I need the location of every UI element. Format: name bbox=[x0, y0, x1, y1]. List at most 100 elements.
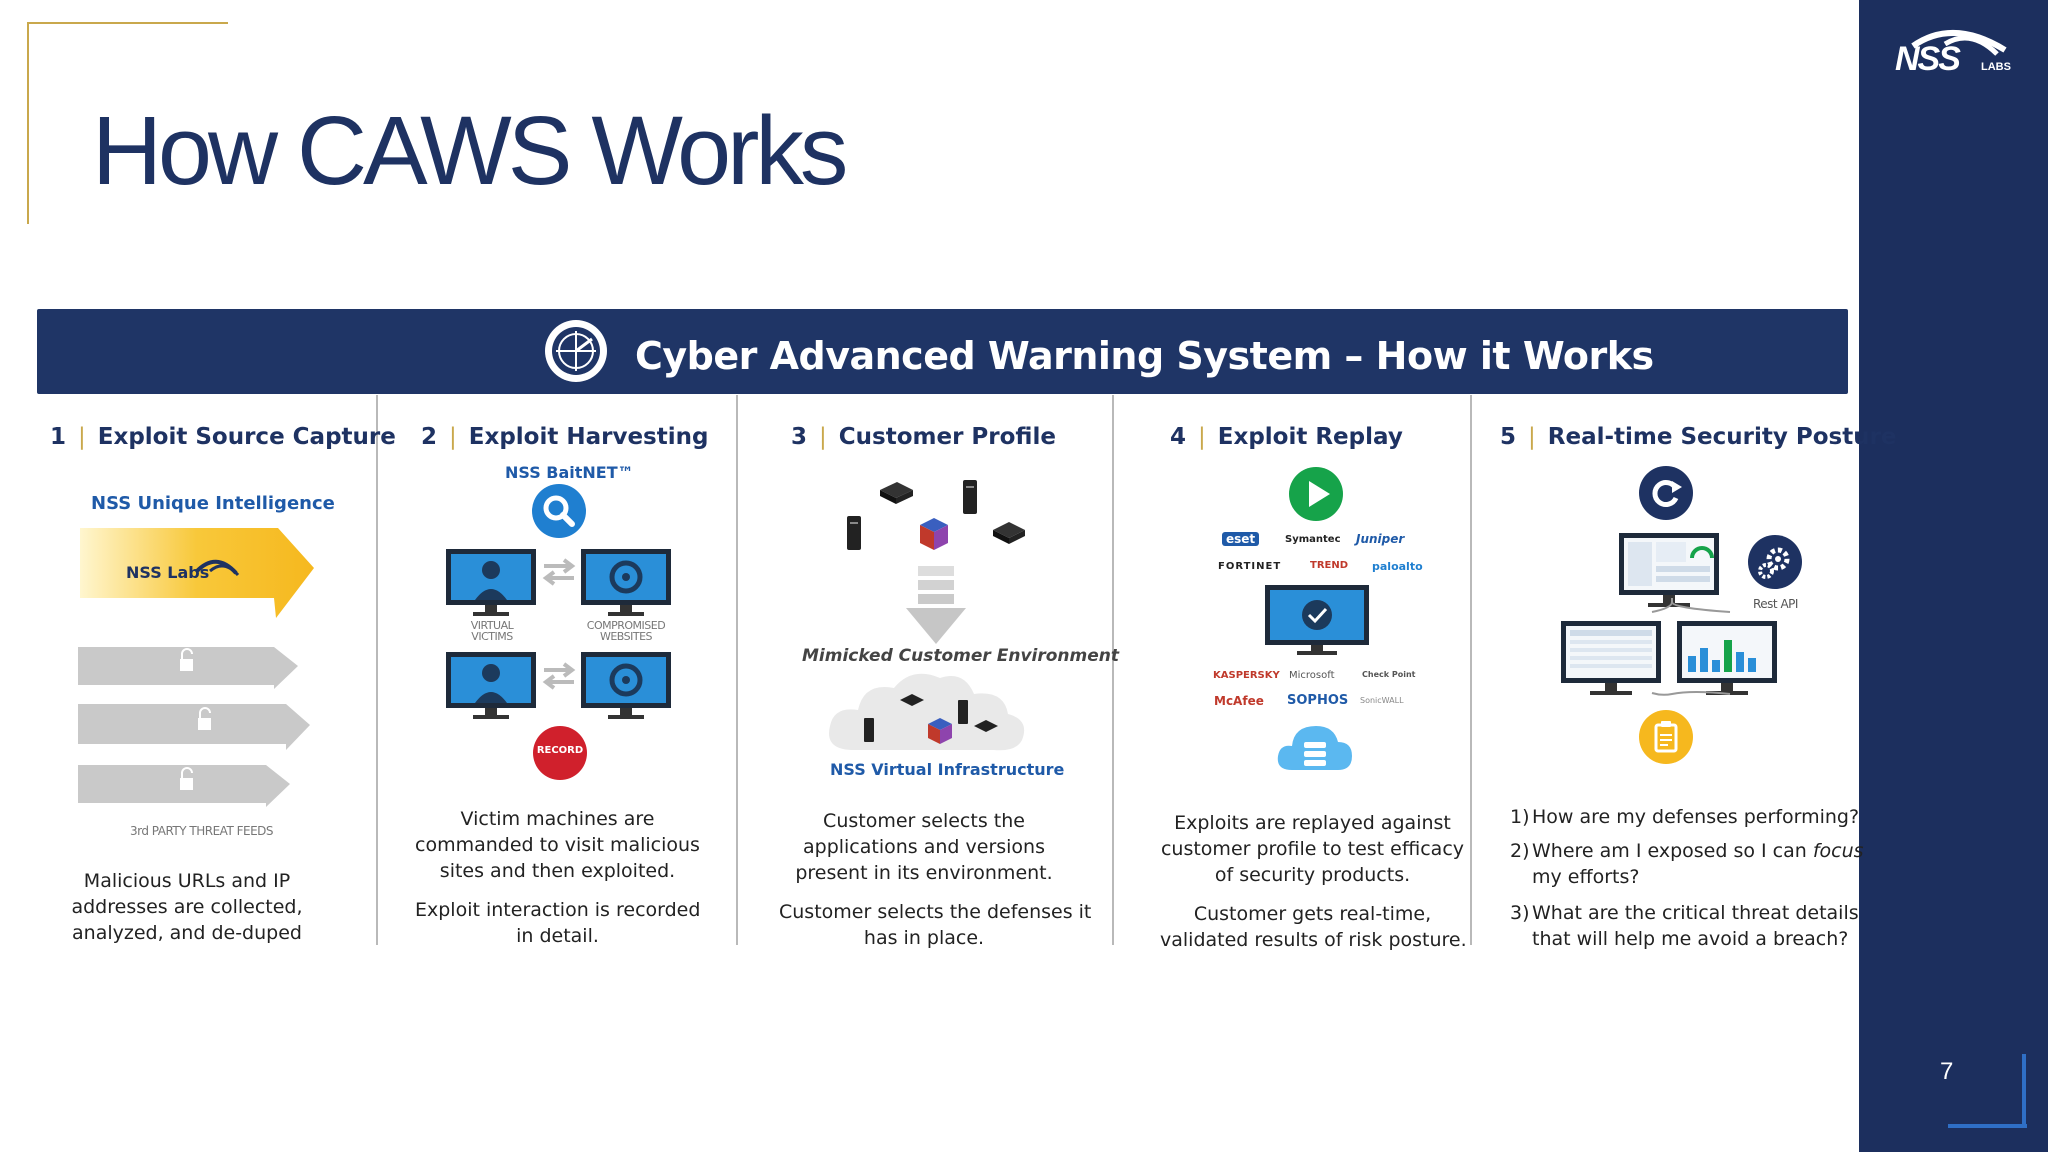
step-2-description: Victim machines are commanded to visit m… bbox=[415, 806, 700, 949]
nss-labs-logo: NSS LABS bbox=[1893, 24, 2018, 78]
slide-title: How CAWS Works bbox=[92, 96, 848, 205]
dashboard-monitor bbox=[1676, 620, 1778, 704]
step-title: Customer Profile bbox=[838, 424, 1056, 450]
virtual-victim-monitor bbox=[445, 651, 537, 725]
desc-line: Exploits are replayed against bbox=[1174, 812, 1451, 834]
right-sidebar bbox=[1859, 0, 2048, 1152]
virtual-infrastructure-label: NSS Virtual Infrastructure bbox=[830, 760, 1065, 779]
desc-line: in detail. bbox=[516, 925, 599, 947]
microsoft-logo: Microsoft bbox=[1289, 670, 1335, 681]
step-title: Exploit Source Capture bbox=[97, 424, 396, 450]
baitnet-label: NSS BaitNET™ bbox=[505, 463, 634, 482]
step-4-description: Exploits are replayed against customer p… bbox=[1160, 810, 1467, 953]
compromised-websites-label: COMPROMISED WEBSITES bbox=[586, 619, 666, 643]
third-party-feed-arrow bbox=[78, 761, 292, 813]
record-label: RECORD bbox=[536, 745, 584, 756]
nss-labs-arrow-label: NSS Labs bbox=[126, 563, 210, 582]
desc-line: Customer gets real-time, bbox=[1193, 903, 1432, 925]
trend-micro-logo: TREND bbox=[1310, 560, 1349, 571]
desc-line: of security products. bbox=[1214, 864, 1411, 886]
step-number: 5 bbox=[1500, 424, 1517, 450]
corner-accent-vertical bbox=[27, 22, 29, 224]
desc-line: addresses are collected, bbox=[71, 896, 303, 918]
desc-line: present in its environment. bbox=[795, 862, 1053, 884]
desc-line: Victim machines are bbox=[460, 808, 655, 830]
desc-line: analyzed, and de-duped bbox=[72, 922, 302, 944]
question-text: What are the critical threat details bbox=[1532, 902, 1859, 924]
question-text: my efforts? bbox=[1532, 866, 1640, 888]
gear-icon bbox=[1747, 534, 1803, 594]
column-divider bbox=[376, 395, 378, 945]
desc-line: sites and then exploited. bbox=[439, 860, 676, 882]
cloud-environment-icon bbox=[824, 660, 1034, 764]
step-number: 4 bbox=[1170, 424, 1187, 450]
dashboard-monitor bbox=[1618, 532, 1720, 616]
replay-monitor bbox=[1264, 584, 1370, 660]
play-icon bbox=[1288, 466, 1344, 526]
step-1-description: Malicious URLs and IP addresses are coll… bbox=[62, 868, 312, 946]
exchange-arrows-icon bbox=[542, 558, 576, 590]
compromised-website-monitor bbox=[580, 651, 672, 725]
question-number: 3) bbox=[1510, 902, 1530, 924]
symantec-logo: Symantec bbox=[1285, 534, 1341, 545]
step-title: Exploit Replay bbox=[1217, 424, 1403, 450]
exchange-arrows-icon bbox=[542, 662, 576, 694]
question-text-part: Where am I exposed so I can bbox=[1532, 840, 1813, 862]
desc-line: validated results of risk posture. bbox=[1160, 929, 1467, 951]
page-number: 7 bbox=[1940, 1058, 1954, 1085]
clipboard-icon bbox=[1638, 709, 1694, 769]
compromised-website-monitor bbox=[580, 548, 672, 622]
step-title: Real-time Security Posture bbox=[1547, 424, 1897, 450]
step-number: 3 bbox=[791, 424, 808, 450]
desc-line: has in place. bbox=[863, 927, 985, 949]
corner-bracket-horizontal bbox=[1948, 1124, 2027, 1128]
nss-labs-arrow bbox=[78, 525, 316, 624]
question-text: that will help me avoid a breach? bbox=[1532, 928, 1849, 950]
corner-accent-horizontal bbox=[27, 22, 228, 24]
third-party-feed-arrow bbox=[78, 698, 312, 756]
desc-line: Customer selects the bbox=[823, 810, 1025, 832]
step-4-heading: 4|Exploit Replay bbox=[1170, 424, 1403, 450]
step-title: Exploit Harvesting bbox=[468, 424, 709, 450]
third-party-feeds-label: 3rd PARTY THREAT FEEDS bbox=[130, 824, 274, 838]
banner bbox=[37, 309, 1848, 394]
sonicwall-logo: SonicWALL bbox=[1360, 696, 1404, 705]
column-divider bbox=[736, 395, 738, 945]
third-party-feed-arrow bbox=[78, 641, 300, 695]
step-3-description: Customer selects the applications and ve… bbox=[779, 808, 1092, 951]
banner-title: Cyber Advanced Warning System – How it W… bbox=[635, 334, 1654, 378]
eset-logo: eset bbox=[1222, 532, 1260, 546]
svg-text:NSS: NSS bbox=[1895, 40, 1961, 76]
desc-line: Exploit interaction is recorded bbox=[415, 899, 701, 921]
device-cluster-icon bbox=[835, 470, 1035, 584]
corner-bracket-vertical bbox=[2022, 1054, 2026, 1128]
desc-line: commanded to visit malicious bbox=[415, 834, 700, 856]
sophos-logo: SOPHOS bbox=[1287, 693, 1349, 708]
desc-line: Customer selects the defenses it bbox=[779, 901, 1092, 923]
refresh-icon bbox=[1638, 465, 1694, 525]
virtual-victims-label: VIRTUAL VICTIMS bbox=[470, 619, 514, 643]
question-number: 1) bbox=[1510, 806, 1530, 828]
mimicked-environment-label: Mimicked Customer Environment bbox=[802, 646, 1119, 666]
step-number: 1 bbox=[50, 424, 67, 450]
step-2-heading: 2|Exploit Harvesting bbox=[421, 424, 709, 450]
down-arrow-icon bbox=[906, 566, 966, 650]
record-icon bbox=[532, 725, 588, 785]
desc-line: customer profile to test efficacy bbox=[1160, 838, 1465, 860]
step-number: 2 bbox=[421, 424, 438, 450]
column-divider bbox=[1112, 395, 1114, 945]
checkpoint-logo: Check Point bbox=[1362, 670, 1416, 679]
question-text: How are my defenses performing? bbox=[1532, 806, 1860, 828]
question-text: Where am I exposed so I can focus bbox=[1532, 838, 1864, 864]
desc-line: Malicious URLs and IP bbox=[83, 870, 291, 892]
svg-text:LABS: LABS bbox=[1981, 61, 2011, 73]
dashboard-monitor bbox=[1560, 620, 1662, 704]
column-divider bbox=[1470, 395, 1472, 945]
step-1-heading: 1|Exploit Source Capture bbox=[50, 424, 396, 450]
desc-line: applications and versions bbox=[802, 836, 1046, 858]
paloalto-logo: paloalto bbox=[1372, 560, 1423, 573]
question-emphasis: focus bbox=[1812, 840, 1864, 862]
rest-api-label: Rest API bbox=[1753, 597, 1798, 611]
nss-unique-intelligence-label: NSS Unique Intelligence bbox=[91, 493, 335, 514]
kaspersky-logo: KASPERSKY bbox=[1213, 670, 1280, 681]
